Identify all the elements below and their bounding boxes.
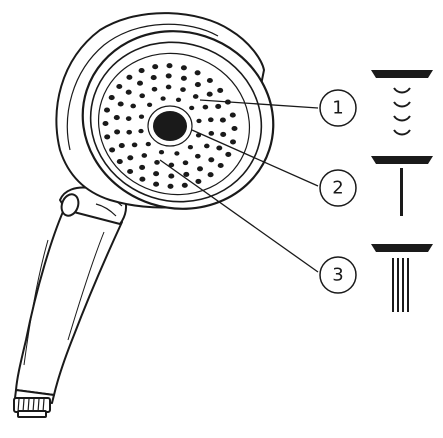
spray-nozzle	[132, 143, 138, 148]
callout-number-2: 2	[332, 178, 343, 199]
spray-nozzle	[152, 64, 158, 69]
spray-nozzle	[204, 144, 210, 149]
spray-nozzle	[208, 117, 214, 122]
spray-nozzle	[151, 75, 157, 80]
spray-nozzle	[138, 129, 143, 133]
spray-mode-rain-jets-icon	[371, 244, 433, 312]
spray-nozzle	[189, 106, 194, 110]
callout-number-1: 1	[332, 98, 343, 119]
spray-nozzle	[217, 88, 223, 93]
spray-nozzle	[154, 160, 160, 165]
hose-thread-connector	[14, 398, 50, 417]
spray-nozzle	[207, 78, 213, 83]
spray-nozzle	[182, 183, 188, 188]
spray-nozzle	[126, 90, 132, 95]
spray-nozzle	[197, 166, 203, 171]
spray-nozzle	[203, 105, 209, 110]
spray-nozzle	[215, 104, 221, 109]
spray-nozzle	[137, 81, 143, 86]
spray-nozzle	[218, 163, 224, 168]
spray-nozzle	[208, 157, 214, 162]
spray-nozzle	[152, 87, 158, 92]
spray-nozzle	[207, 92, 213, 97]
spray-nozzle	[208, 172, 214, 177]
spray-nozzle	[104, 108, 110, 113]
spray-nozzle	[130, 104, 136, 109]
spray-mode-single-jet-icon	[371, 156, 433, 216]
spray-nozzle	[195, 82, 201, 87]
spray-nozzle	[103, 121, 109, 126]
spray-nozzle	[116, 84, 122, 89]
spray-nozzle	[181, 65, 187, 70]
spray-nozzle	[180, 87, 186, 92]
spray-nozzle	[109, 95, 115, 100]
spray-nozzle	[126, 75, 132, 80]
spray-nozzle	[118, 101, 124, 106]
spray-nozzle	[139, 177, 145, 182]
spray-nozzle	[126, 130, 132, 135]
spray-nozzle	[193, 94, 199, 99]
spray-nozzle	[195, 179, 201, 184]
spray-nozzle	[139, 68, 145, 73]
spray-nozzle	[153, 182, 159, 187]
spray-nozzle	[166, 85, 172, 90]
spray-nozzle	[153, 171, 159, 176]
spray-nozzle	[166, 73, 172, 78]
callout-number-3: 3	[332, 265, 343, 286]
spray-nozzle	[220, 118, 226, 123]
spray-nozzle	[146, 142, 151, 146]
shower-handle	[14, 188, 126, 418]
spray-nozzle	[104, 134, 110, 139]
spray-nozzle	[127, 169, 133, 174]
spray-nozzle	[230, 139, 236, 144]
spray-mode-massage-icon	[371, 70, 433, 135]
spray-nozzle	[147, 103, 152, 107]
spray-nozzle	[220, 132, 226, 137]
spray-nozzle	[225, 152, 231, 157]
spray-nozzle	[161, 96, 166, 100]
spray-nozzle	[119, 143, 125, 148]
spray-nozzle	[167, 63, 173, 68]
spray-nozzle	[168, 184, 174, 189]
spray-nozzle	[142, 153, 148, 158]
spray-nozzle	[109, 147, 115, 152]
spray-nozzle	[232, 126, 238, 131]
spray-nozzle	[188, 145, 193, 149]
spray-center-disc	[148, 106, 192, 146]
spray-nozzle	[139, 165, 145, 170]
callout-2: 2	[320, 170, 356, 206]
spray-nozzle	[176, 98, 181, 102]
spray-nozzle	[126, 116, 132, 121]
spray-nozzle	[127, 155, 133, 160]
spray-nozzle	[181, 76, 187, 81]
spray-nozzle	[114, 129, 120, 134]
spray-nozzle	[209, 131, 215, 136]
spray-nozzle	[196, 119, 201, 123]
spray-nozzle	[183, 160, 189, 165]
spray-nozzle	[139, 114, 144, 118]
spray-nozzle	[195, 154, 201, 159]
spray-nozzle	[139, 93, 145, 98]
spray-nozzle	[117, 159, 123, 164]
spray-nozzle	[159, 150, 164, 154]
spray-nozzle	[168, 174, 174, 179]
callout-1: 1	[320, 90, 356, 126]
spray-nozzle	[114, 115, 120, 120]
callout-3: 3	[320, 257, 356, 293]
spray-nozzle	[230, 113, 236, 118]
spray-nozzle	[216, 145, 222, 150]
spray-nozzle	[183, 172, 189, 177]
spray-nozzle	[174, 151, 179, 155]
spray-nozzle	[195, 70, 201, 75]
